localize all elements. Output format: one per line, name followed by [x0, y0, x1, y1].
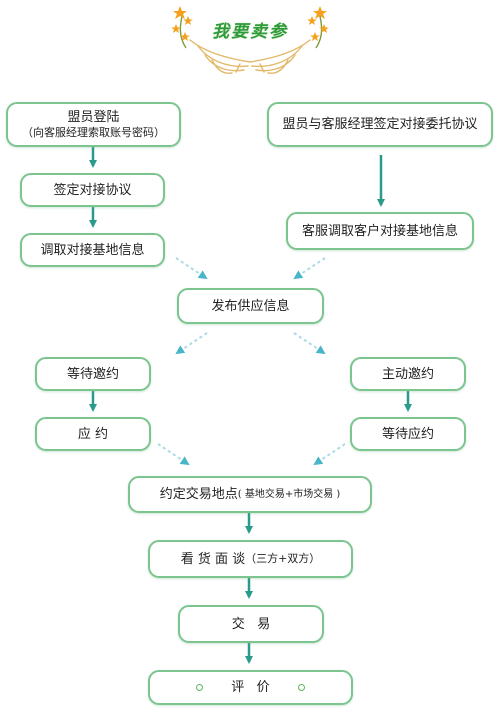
header-decoration [171, 6, 329, 74]
node-service-fetch-customer[interactable]: 客服调取客户对接基地信息 [286, 212, 474, 250]
arrow-service-to-publish [293, 257, 326, 280]
node-publish-supply-label: 发布供应信息 [211, 298, 290, 314]
node-review[interactable]: 评 价 [148, 670, 353, 705]
arrow-respond-to-place [157, 443, 190, 466]
arrow-fetch-to-publish [175, 257, 208, 280]
node-respond[interactable]: 应 约 [35, 417, 151, 451]
node-wait-invite[interactable]: 等待邀约 [35, 357, 151, 391]
node-trade[interactable]: 交 易 [178, 605, 324, 643]
node-fetch-base-info-label: 调取对接基地信息 [40, 242, 145, 258]
node-wait-respond-label: 等待应约 [381, 426, 434, 442]
node-member-sign-commission[interactable]: 盟员与客服经理签定对接委托协议 [267, 102, 493, 147]
node-sign-agreement[interactable]: 签定对接协议 [20, 173, 165, 207]
node-inspect-note: （三方+双方） [245, 552, 321, 565]
node-inspect[interactable]: 看 货 面 谈 （三方+双方） [148, 540, 353, 578]
node-fetch-base-info[interactable]: 调取对接基地信息 [20, 233, 165, 267]
node-agree-place[interactable]: 约定交易地点 ( 基地交易+市场交易 ) [128, 476, 372, 513]
circle-bullet-icon [297, 684, 305, 691]
node-service-fetch-customer-label: 客服调取客户对接基地信息 [301, 223, 458, 239]
node-member-login[interactable]: 盟员登陆 （向客服经理索取账号密码） [6, 102, 181, 147]
node-wait-respond[interactable]: 等待应约 [350, 417, 466, 451]
ginseng-root-icon [189, 39, 311, 74]
circle-bullet-icon [196, 684, 204, 691]
node-inspect-label: 看 货 面 谈 [180, 551, 246, 567]
node-active-invite[interactable]: 主动邀约 [350, 357, 466, 391]
node-respond-label: 应 约 [77, 426, 109, 442]
page-title: 我要卖参 [212, 22, 288, 42]
arrow-publish-to-active [293, 332, 326, 355]
node-member-login-label: 盟员登陆 [67, 110, 120, 125]
node-trade-label: 交 易 [231, 616, 271, 632]
node-sign-agreement-label: 签定对接协议 [53, 182, 132, 198]
arrow-publish-to-wait [175, 332, 208, 355]
node-active-invite-label: 主动邀约 [381, 366, 434, 382]
node-member-login-note: （向客服经理索取账号密码） [22, 126, 165, 139]
node-member-sign-commission-label: 盟员与客服经理签定对接委托协议 [282, 117, 478, 132]
node-agree-place-note: ( 基地交易+市场交易 ) [237, 489, 341, 500]
node-publish-supply[interactable]: 发布供应信息 [177, 288, 324, 324]
star-sprig-icon [171, 6, 329, 49]
node-review-label: 评 价 [231, 680, 270, 695]
node-agree-place-label: 约定交易地点 [159, 487, 238, 502]
arrow-waitrespond-to-place [313, 443, 346, 466]
node-wait-invite-label: 等待邀约 [66, 366, 119, 382]
